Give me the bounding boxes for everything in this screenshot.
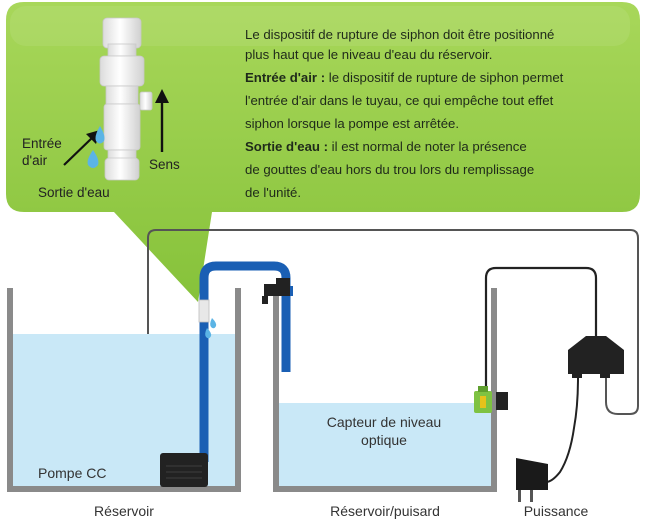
sensor-cable-loop	[147, 229, 639, 452]
label-water-outlet: Sortie d'eau	[38, 185, 110, 200]
sensor-label-line2: optique	[361, 432, 407, 448]
controller-box	[568, 336, 624, 378]
callout-water-title: Sortie d'eau :	[245, 139, 328, 154]
callout-intro-line1: Le dispositif de rupture de siphon doit …	[245, 27, 554, 42]
tube-clamp	[262, 278, 290, 304]
siphon-break-fitting	[198, 299, 217, 339]
power-label: Puissance	[524, 503, 589, 519]
tank1-label: Réservoir	[94, 503, 154, 519]
water-drops-icon	[87, 126, 105, 168]
sensor-label-line1: Capteur de niveau	[327, 414, 441, 430]
callout-bubble	[6, 2, 640, 302]
tank2-label: Réservoir/puisard	[330, 503, 440, 519]
flow-direction-arrow-icon	[155, 89, 169, 152]
callout-air-line1-rest: le dispositif de rupture de siphon perme…	[325, 70, 564, 85]
callout-water-line3: de l'unité.	[245, 185, 301, 200]
callout-air-title: Entrée d'air :	[245, 70, 325, 85]
power-adapter	[516, 458, 548, 502]
callout-water-line2: de gouttes d'eau hors du trou lors du re…	[245, 162, 534, 177]
optical-level-sensor	[474, 386, 508, 413]
water-tube	[199, 261, 291, 462]
callout-air-line3: siphon lorsque la pompe est arrêtée.	[245, 116, 459, 131]
power-cable	[545, 377, 579, 483]
callout-air-line1: Entrée d'air : le dispositif de rupture …	[245, 70, 564, 85]
label-air-inlet-line1: Entrée	[22, 136, 62, 151]
callout-air-line2: l'entrée d'air dans le tuyau, ce qui emp…	[245, 93, 554, 108]
siphon-break-valve-illustration	[99, 17, 153, 181]
sensor-to-controller-cable	[484, 266, 598, 386]
callout-intro-line2: plus haut que le niveau d'eau du réservo…	[245, 47, 492, 62]
dc-pump	[160, 453, 208, 487]
label-direction: Sens	[149, 157, 180, 172]
callout-water-line1: Sortie d'eau : il est normal de noter la…	[245, 139, 527, 154]
pump-label: Pompe CC	[38, 465, 106, 481]
right-tank	[273, 288, 497, 492]
callout-water-line1-rest: il est normal de noter la présence	[328, 139, 527, 154]
label-air-inlet-line2: d'air	[22, 153, 48, 168]
